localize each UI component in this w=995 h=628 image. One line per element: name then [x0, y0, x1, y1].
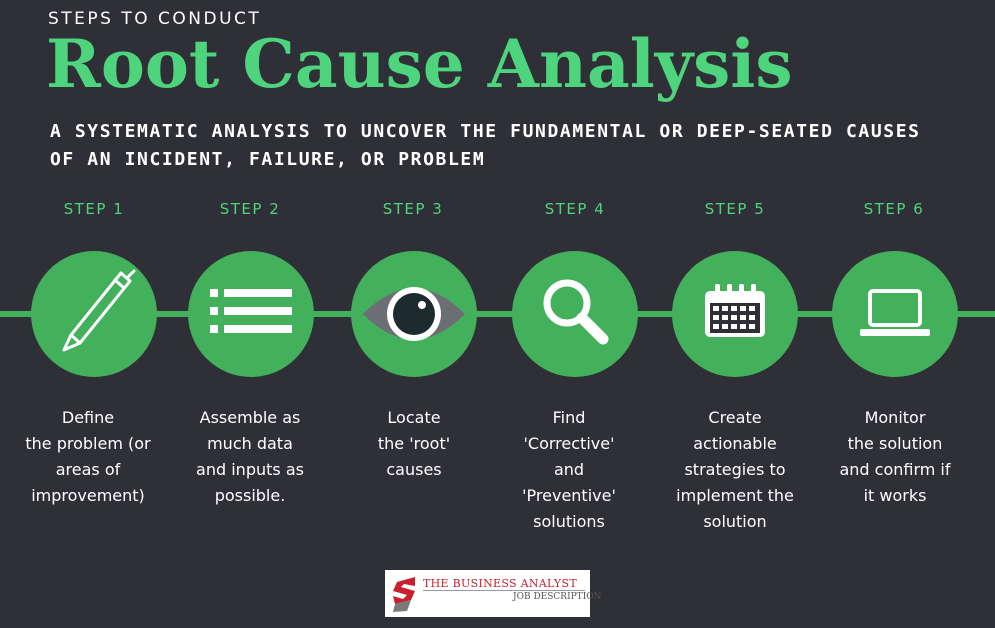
- calendar-icon: [705, 284, 765, 337]
- step-6-label: STEP 6: [863, 200, 925, 218]
- timeline-line: [0, 311, 995, 317]
- logo-divider: [423, 590, 585, 591]
- list-icon: [210, 289, 292, 333]
- step-2-label: STEP 2: [219, 200, 281, 218]
- magnifier-icon: [543, 279, 609, 345]
- laptop-icon: [860, 289, 930, 336]
- step-5-circle: [672, 251, 798, 377]
- logo-line2: JOB DESCRIPTION: [513, 592, 602, 602]
- subtitle: A SYSTEMATIC ANALYSIS TO UNCOVER THE FUN…: [50, 121, 921, 170]
- step-1-description: Define the problem (or areas of improvem…: [25, 408, 151, 505]
- step-4-circle: [512, 251, 638, 377]
- kicker-text: STEPS TO CONDUCT: [48, 9, 262, 29]
- step-3-circle: [351, 251, 477, 377]
- logo-line1: THE BUSINESS ANALYST: [423, 577, 577, 590]
- logo-mark-icon: [393, 577, 415, 612]
- step-1-circle: [31, 251, 157, 377]
- step-6-circle: [832, 251, 958, 377]
- step-4-description: Find 'Corrective' and 'Preventive' solut…: [522, 408, 616, 531]
- brand-logo: THE BUSINESS ANALYST JOB DESCRIPTION: [385, 570, 602, 617]
- step-6-description: Monitor the solution and confirm if it w…: [839, 408, 951, 505]
- step-2-description: Assemble as much data and inputs as poss…: [196, 408, 304, 505]
- eye-icon: [363, 287, 465, 341]
- pen-icon: [62, 269, 136, 352]
- step-5-label: STEP 5: [704, 200, 766, 218]
- step-3-label: STEP 3: [382, 200, 444, 218]
- step-3-description: Locate the 'root' causes: [377, 408, 451, 479]
- step-4-label: STEP 4: [544, 200, 606, 218]
- step-5-description: Create actionable strategies to implemen…: [676, 408, 794, 531]
- step-2-circle: [188, 251, 314, 377]
- step-1-label: STEP 1: [63, 200, 125, 218]
- page-title: Root Cause Analysis: [46, 25, 793, 103]
